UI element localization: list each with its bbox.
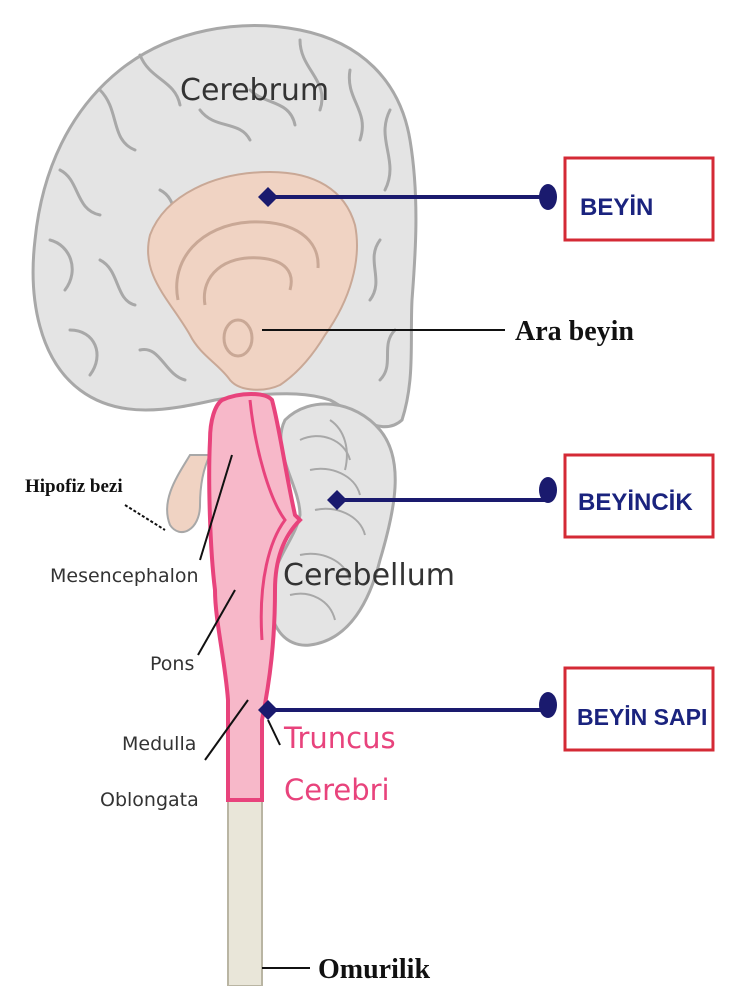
beyin-box: BEYİN bbox=[565, 158, 713, 240]
ara-beyin-label: Ara beyin bbox=[515, 316, 634, 347]
medulla-label: Medulla bbox=[122, 733, 196, 755]
beyincik-box: BEYİNCİK bbox=[565, 455, 713, 537]
cerebellum-label: Cerebellum bbox=[283, 558, 455, 593]
beyin-sapi-box: BEYİN SAPI bbox=[565, 668, 713, 750]
truncus-label: Truncus bbox=[283, 721, 396, 755]
beyin-sapi-box-label: BEYİN SAPI bbox=[577, 704, 707, 730]
hipofiz-leader bbox=[125, 505, 165, 530]
hipofiz-label: Hipofiz bezi bbox=[25, 476, 123, 497]
spinal-cord bbox=[228, 800, 262, 986]
hipofiz-shape bbox=[167, 455, 210, 532]
beyin-box-label: BEYİN bbox=[580, 194, 653, 221]
beyincik-box-label: BEYİNCİK bbox=[578, 489, 693, 516]
beyin-dot bbox=[539, 184, 557, 210]
cerebrum-label: Cerebrum bbox=[180, 73, 329, 108]
pointer-dots bbox=[539, 184, 557, 718]
mesencephalon-label: Mesencephalon bbox=[50, 565, 199, 587]
pons-label: Pons bbox=[150, 653, 194, 675]
beyincik-dot bbox=[539, 477, 557, 503]
omurilik-label: Omurilik bbox=[318, 954, 430, 985]
truncus-leader bbox=[268, 720, 280, 745]
beyin-sapi-dot bbox=[539, 692, 557, 718]
cerebri-label: Cerebri bbox=[284, 773, 390, 807]
oblongata-label: Oblongata bbox=[100, 789, 199, 811]
